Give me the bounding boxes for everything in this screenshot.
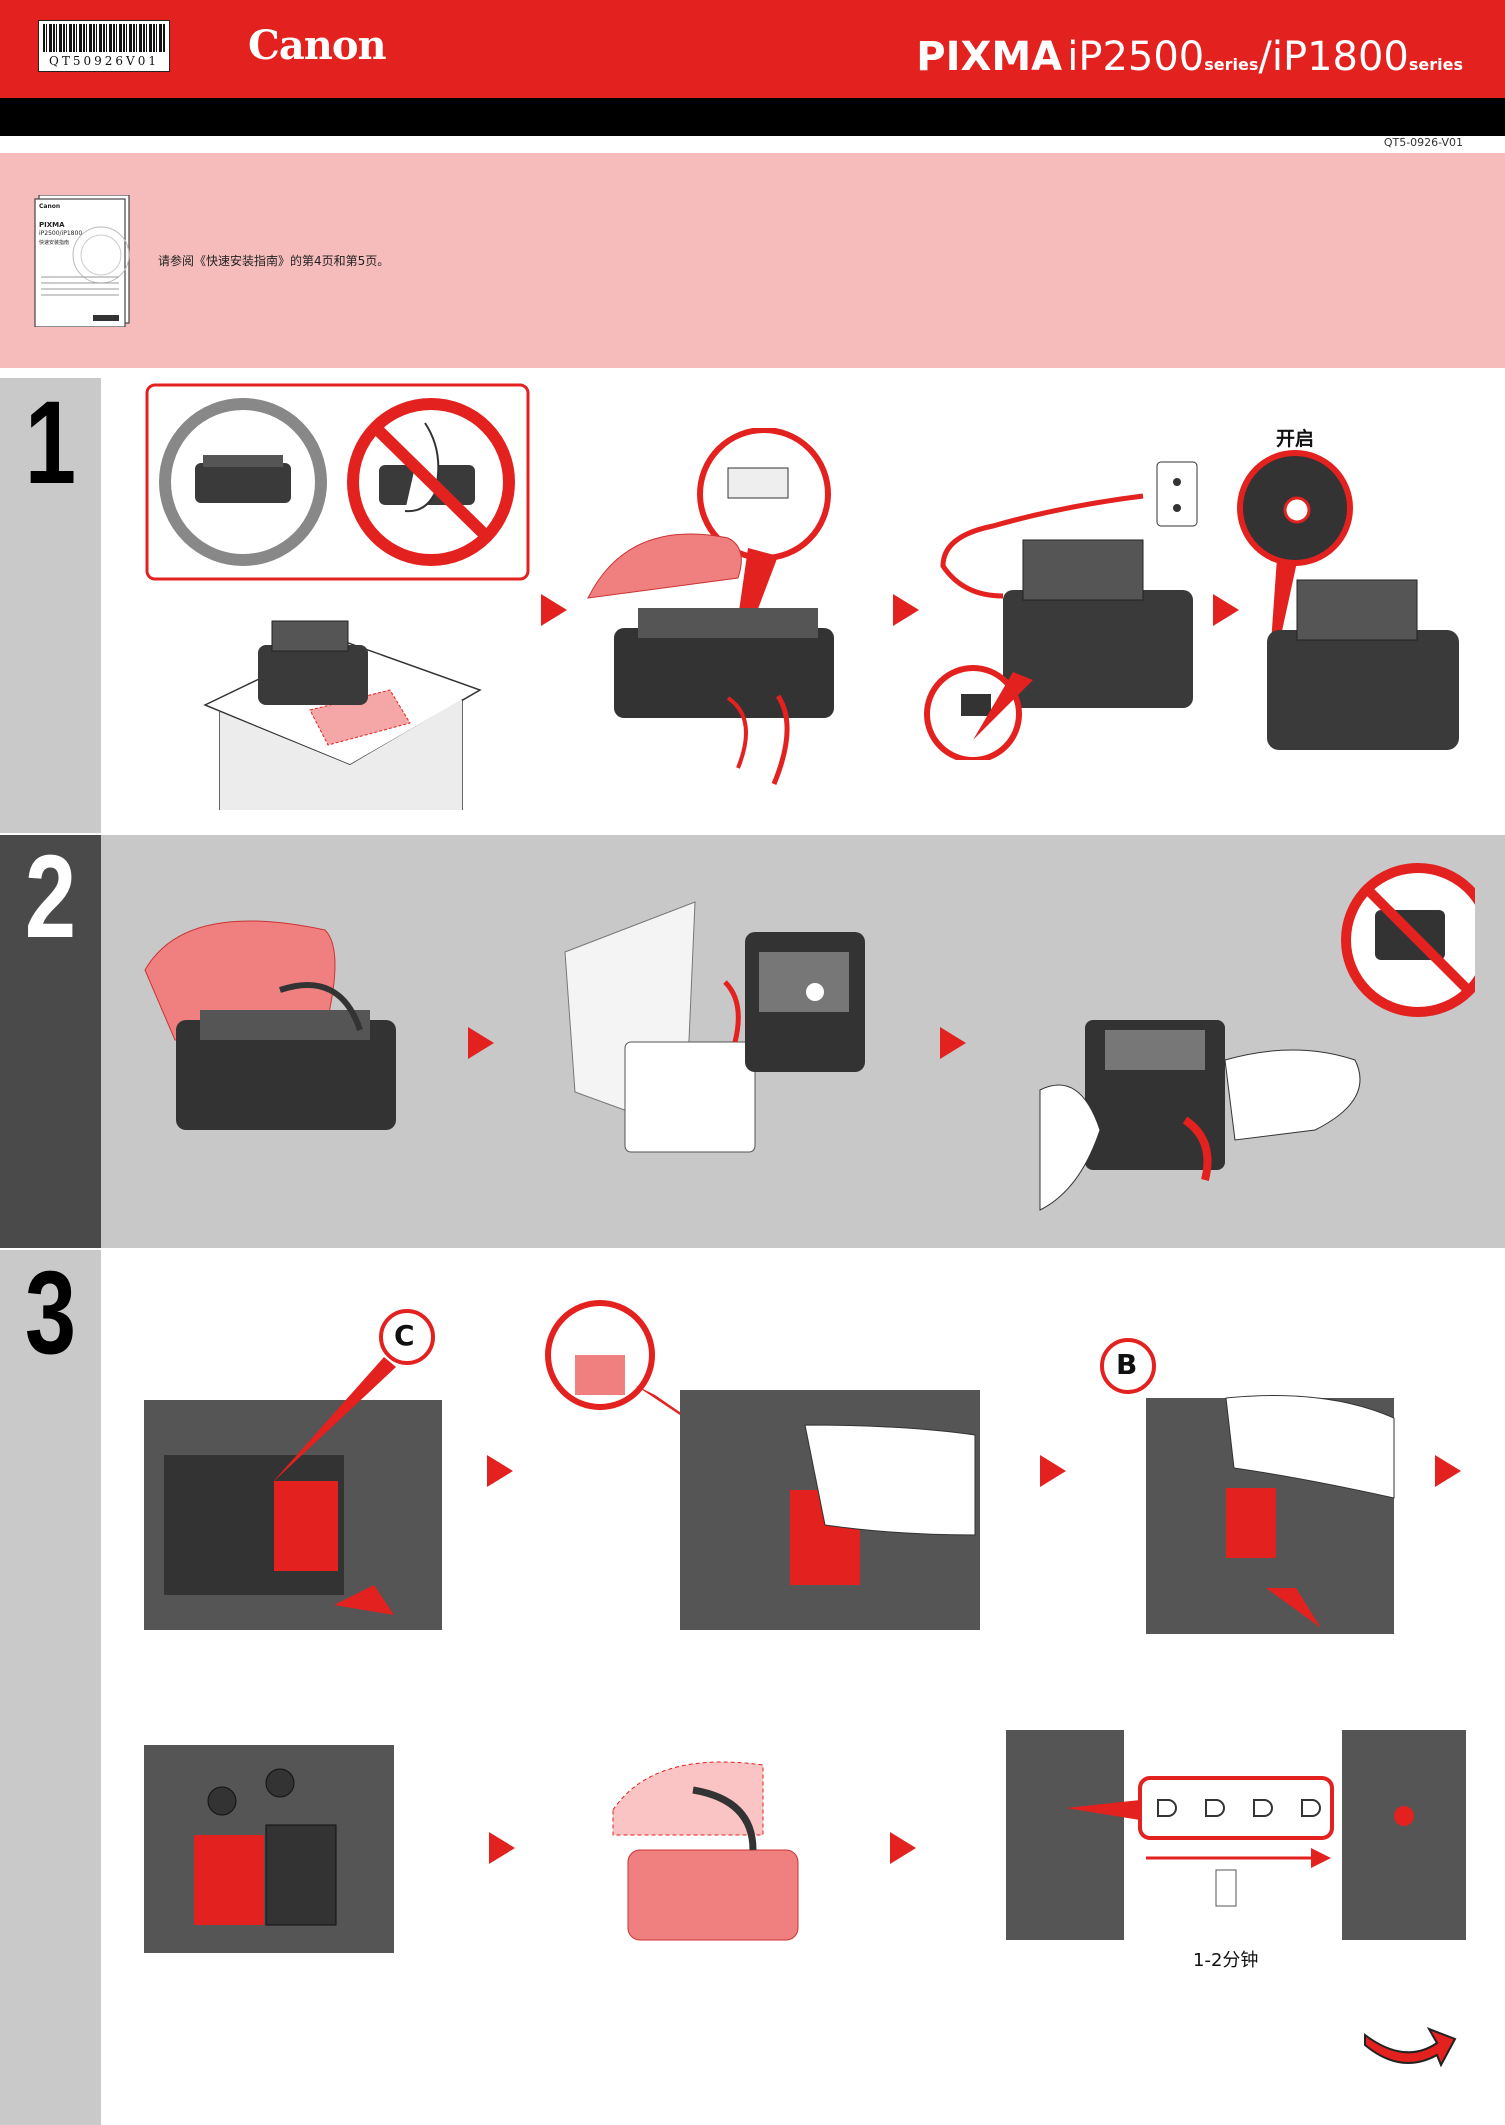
- brand-logo: Canon: [248, 22, 387, 69]
- product-title: PIXMA iP2500series/iP1800series: [916, 34, 1463, 80]
- handling-panel: [145, 383, 530, 581]
- quick-guide-booklet: Canon PIXMA iP2500/iP1800 快速安装指南: [33, 195, 131, 327]
- printer-power-on: [1237, 450, 1467, 770]
- intro-instruction: 请参阅《快速安装指南》的第4页和第5页。: [158, 254, 390, 268]
- flow-arrow: [1040, 1455, 1066, 1487]
- step-3-number: 3: [24, 1247, 77, 1379]
- step-1-number: 1: [24, 377, 77, 509]
- wait-time-label: 1-2分钟: [1193, 1950, 1259, 1971]
- install-color-cartridge: C: [144, 1305, 444, 1635]
- step-3-sidebar: [0, 1250, 101, 2125]
- booklet-title: PIXMA: [39, 221, 65, 229]
- flow-arrow: [489, 1832, 515, 1864]
- flow-arrow: [893, 594, 919, 626]
- model-1: iP2500: [1067, 34, 1205, 80]
- printer-cover-open: [140, 910, 410, 1170]
- series-1: series: [1204, 55, 1259, 74]
- flow-arrow: [541, 594, 567, 626]
- product-name: PIXMA: [916, 34, 1063, 80]
- power-cord-connection: [903, 440, 1203, 760]
- flow-arrow: [487, 1455, 513, 1487]
- close-printer-cover: [603, 1750, 803, 1950]
- flow-arrow: [1435, 1455, 1461, 1487]
- booklet-brand: Canon: [39, 203, 61, 210]
- barcode-text: QT50926V01: [49, 54, 159, 68]
- header-bar: QT50926V01 Canon PIXMA iP2500series/iP18…: [0, 0, 1505, 98]
- document-code: QT5-0926-V01: [1383, 136, 1463, 149]
- power-lamp-flashing: [1006, 1730, 1466, 1940]
- printer-open-tape: [578, 428, 858, 798]
- cartridge-unpacking: [555, 892, 875, 1182]
- model-2: iP1800: [1271, 34, 1409, 80]
- black-band: [0, 98, 1505, 136]
- barcode-bars: [43, 24, 165, 52]
- cartridge-c-label: C: [394, 1319, 415, 1352]
- next-page-arrow-icon: [1360, 2015, 1460, 2075]
- step-2-sidebar: [0, 835, 101, 1248]
- printer-on-table: [200, 615, 490, 815]
- barcode: QT50926V01: [38, 20, 170, 72]
- step-1-sidebar: [0, 378, 101, 833]
- both-cartridges-installed: [144, 1745, 394, 1955]
- flow-arrow: [940, 1027, 966, 1059]
- booklet-models: iP2500/iP1800: [39, 230, 83, 237]
- cartridge-b-label: B: [1116, 1348, 1138, 1381]
- intro-panel: [0, 153, 1505, 368]
- remove-tape-step: [1035, 860, 1475, 1230]
- booklet-subtitle: 快速安装指南: [39, 240, 70, 246]
- flow-arrow: [890, 1832, 916, 1864]
- lock-color-cartridge: [545, 1295, 985, 1635]
- step-2-number: 2: [24, 831, 77, 963]
- flow-arrow: [468, 1027, 494, 1059]
- power-on-label: 开启: [1276, 428, 1315, 450]
- install-black-cartridge: B: [1096, 1338, 1396, 1638]
- model-separator: /: [1258, 34, 1272, 80]
- flow-arrow: [1213, 594, 1239, 626]
- series-2: series: [1408, 55, 1463, 74]
